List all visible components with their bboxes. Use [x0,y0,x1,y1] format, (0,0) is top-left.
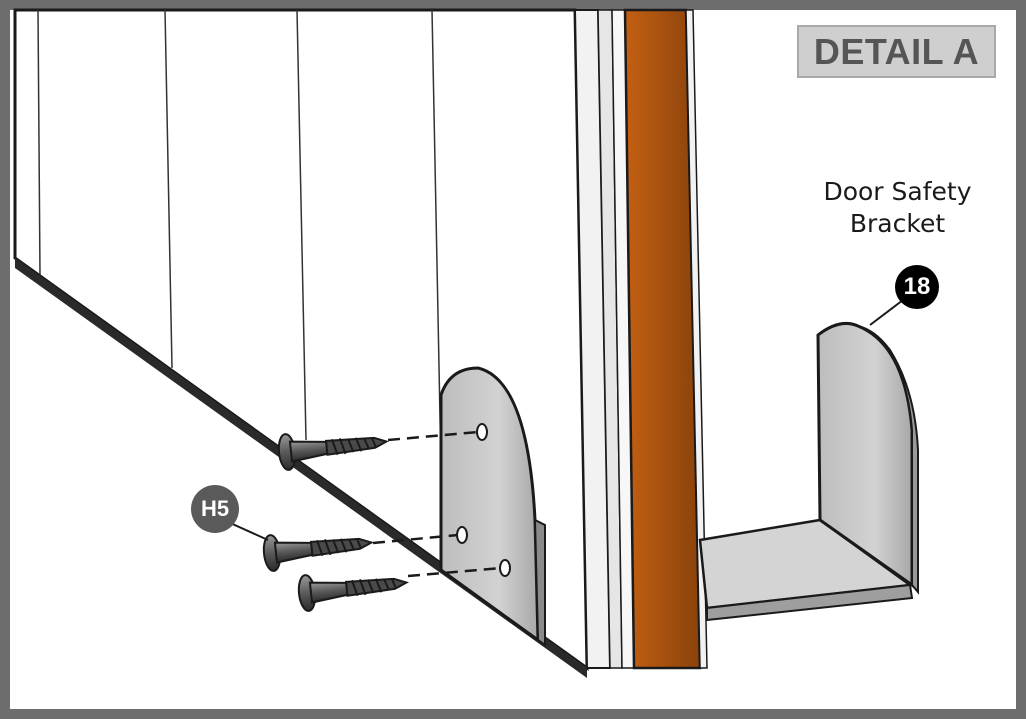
bracket-hole [500,560,510,576]
bracket-hole [477,424,487,440]
callout-h5-leader [228,522,268,540]
bracket-hole [457,527,467,543]
screw [262,525,373,572]
door-edge [575,10,707,668]
bracket-caption-line2: Bracket [790,208,1005,240]
detail-title: DETAIL A [797,25,996,78]
bracket-caption-line1: Door Safety [790,176,1005,208]
part-code-badge-h5: H5 [191,485,239,533]
callout-18-leader [870,300,903,325]
screw [297,565,408,612]
part-number-badge-18: 18 [895,265,939,309]
bracket-caption: Door Safety Bracket [790,176,1005,240]
